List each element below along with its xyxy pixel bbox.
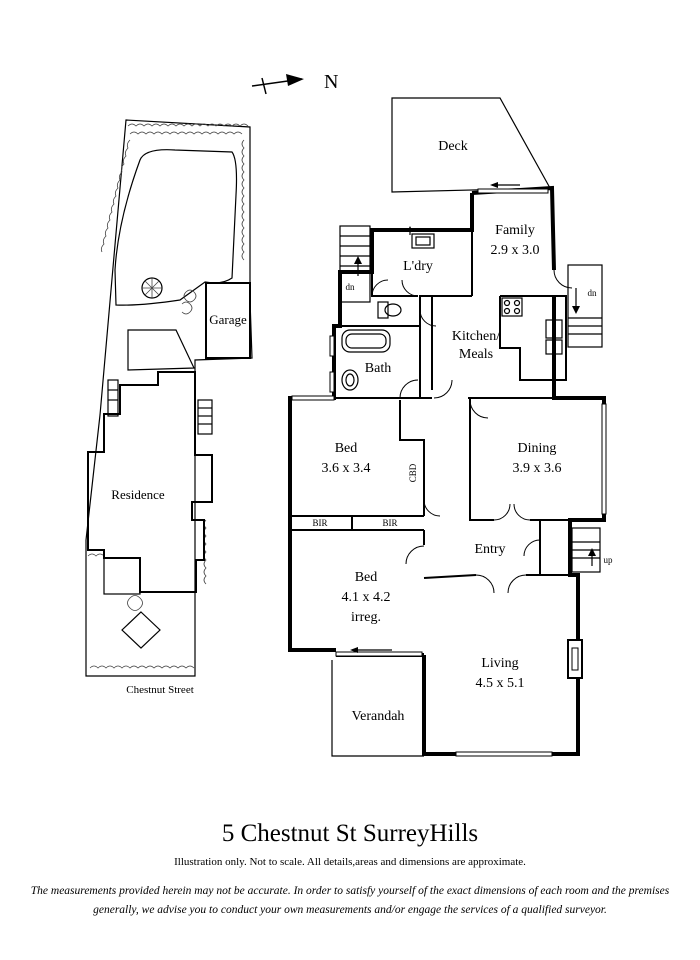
bath-label: Bath xyxy=(365,361,391,376)
bed2-size: 4.1 x 4.2 xyxy=(342,590,391,605)
north-label: N xyxy=(324,71,338,93)
measurement-disclaimer: The measurements provided herein may not… xyxy=(30,885,670,916)
site-residence xyxy=(87,371,213,593)
site-garage xyxy=(205,282,251,359)
dining-size: 3.9 x 3.6 xyxy=(513,461,562,476)
bir2-label: BIR xyxy=(382,518,397,528)
site-residence-label: Residence xyxy=(111,487,165,502)
door-swings xyxy=(371,269,573,594)
bir1-label: BIR xyxy=(312,518,327,528)
windows xyxy=(291,188,607,757)
north-arrow xyxy=(251,74,304,95)
stairs-up: up xyxy=(604,555,614,565)
stairs-dn-right: dn xyxy=(588,288,598,298)
stairs-dn-left: dn xyxy=(346,282,356,292)
kitchen-label-2: Meals xyxy=(459,347,493,362)
cbd-label: CBD xyxy=(408,463,418,482)
property-title: 5 Chestnut St SurreyHills xyxy=(221,820,479,847)
deck-label: Deck xyxy=(438,139,468,154)
laundry-label: L'dry xyxy=(403,259,433,274)
illustration-note: Illustration only. Not to scale. All det… xyxy=(174,856,526,868)
bed1-size: 3.6 x 3.4 xyxy=(322,461,371,476)
dining-label: Dining xyxy=(518,441,557,456)
bed2-label: Bed xyxy=(355,570,378,585)
house-plan xyxy=(288,97,607,757)
family-size: 2.9 x 3.0 xyxy=(491,243,540,258)
garden-shrubs xyxy=(87,123,249,669)
kitchen-label-1: Kitchen/ xyxy=(452,329,500,344)
living-label: Living xyxy=(481,656,518,671)
deck-outline xyxy=(391,97,552,193)
bed1-label: Bed xyxy=(335,441,358,456)
verandah-label: Verandah xyxy=(352,709,405,724)
tree-icon xyxy=(141,277,163,299)
living-size: 4.5 x 5.1 xyxy=(476,676,525,691)
site-garage-label: Garage xyxy=(209,312,247,327)
entry-label: Entry xyxy=(474,542,505,557)
family-label: Family xyxy=(495,223,535,238)
street-label: Chestnut Street xyxy=(126,684,194,696)
bed2-note: irreg. xyxy=(351,610,381,625)
site-plan xyxy=(85,119,253,677)
